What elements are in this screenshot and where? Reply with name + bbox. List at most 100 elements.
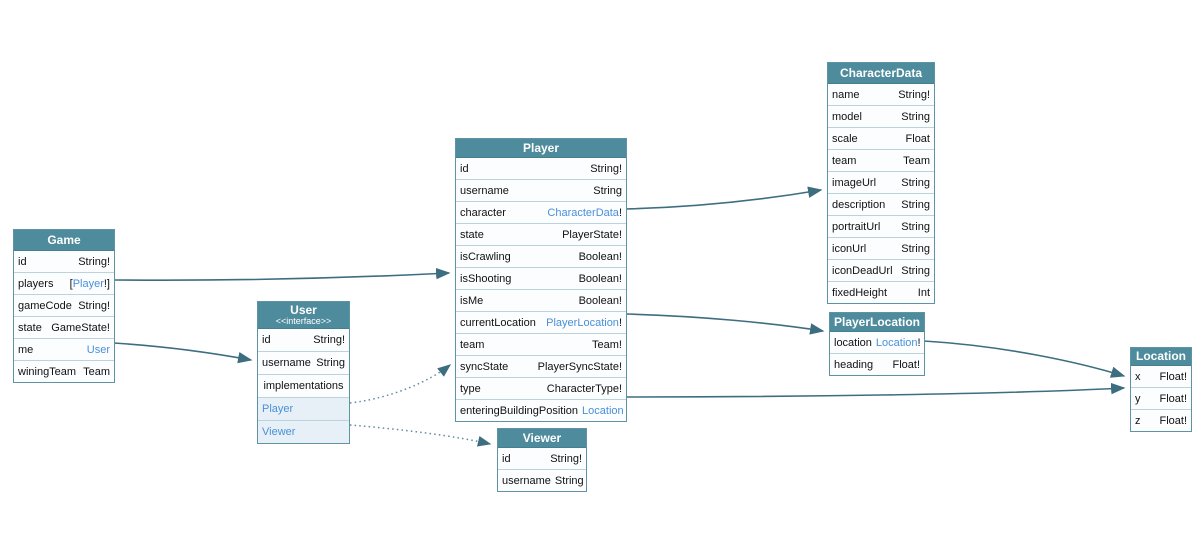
field-type: String <box>901 221 930 233</box>
type-suffix: Team <box>83 365 110 378</box>
field-type: Location <box>582 405 624 417</box>
type-suffix: CharacterType! <box>546 382 622 395</box>
field-type: Float! <box>1159 393 1187 405</box>
table-header-playerlocation[interactable]: PlayerLocation <box>830 313 924 332</box>
field-type: String <box>593 185 622 197</box>
relation-user-player-to-player <box>349 364 452 404</box>
field-name: scale <box>832 132 858 145</box>
type-suffix: GameState! <box>51 321 110 334</box>
type-suffix: ! <box>618 206 622 219</box>
type-link[interactable]: Location <box>582 404 624 417</box>
field-name: name <box>832 88 860 101</box>
table-title: Player <box>522 140 560 155</box>
relation-playerlocation-location-to-location <box>923 340 1126 378</box>
field-type: Int <box>918 287 930 299</box>
section-label: implementations <box>263 380 344 392</box>
field-type: String! <box>313 334 345 346</box>
table-header-player[interactable]: Player <box>456 139 626 158</box>
implementation-row-Viewer[interactable]: Viewer <box>258 420 349 443</box>
type-link[interactable]: User <box>86 343 110 356</box>
table-header-location[interactable]: Location <box>1131 348 1191 366</box>
field-name: fixedHeight <box>832 286 888 299</box>
field-type: Float! <box>1159 371 1187 383</box>
relation-game-me-to-user <box>113 342 253 364</box>
type-suffix: String <box>901 264 930 277</box>
field-name: y <box>1135 392 1141 405</box>
table-header-user[interactable]: User<<interface>> <box>258 302 349 329</box>
field-type: String <box>901 177 930 189</box>
type-suffix: String <box>316 357 345 369</box>
section-row-implementations: implementations <box>258 374 349 397</box>
field-name: id <box>262 334 271 346</box>
table-header-characterdata[interactable]: CharacterData <box>828 63 934 84</box>
table-title: CharacterData <box>839 65 923 80</box>
field-name: isShooting <box>460 272 512 285</box>
type-suffix: String <box>901 176 930 189</box>
field-name: location <box>834 336 872 349</box>
type-suffix: String! <box>313 334 345 346</box>
type-suffix: String! <box>590 162 622 175</box>
type-link[interactable]: Player <box>72 277 104 290</box>
type-link[interactable]: Location <box>875 336 918 349</box>
field-name: x <box>1135 370 1141 383</box>
type-suffix: String! <box>898 88 930 101</box>
type-suffix: String <box>901 198 930 211</box>
field-row-isMe: isMe Boolean! <box>456 289 626 311</box>
type-suffix: String <box>593 184 622 197</box>
implementation-link[interactable]: Player <box>262 403 294 415</box>
type-suffix: String! <box>550 452 582 465</box>
type-link[interactable]: CharacterData <box>547 206 619 219</box>
field-row-iconDeadUrl: iconDeadUrl String <box>828 259 934 281</box>
field-type: Boolean! <box>579 295 622 307</box>
table-title: PlayerLocation <box>833 314 921 329</box>
implementation-row-Player[interactable]: Player <box>258 397 349 420</box>
field-type: String <box>901 265 930 277</box>
field-row-location: location Location! <box>830 332 924 353</box>
type-suffix: Float! <box>1159 392 1187 405</box>
field-type: Location! <box>876 337 921 349</box>
table-header-game[interactable]: Game <box>14 230 114 251</box>
field-type: String <box>901 243 930 255</box>
type-link[interactable]: PlayerLocation <box>546 316 619 329</box>
type-suffix: Team <box>903 154 930 167</box>
field-type: Team <box>83 366 110 378</box>
field-type: String! <box>78 300 110 312</box>
field-type: Float! <box>892 359 920 371</box>
field-name: iconDeadUrl <box>832 264 893 277</box>
field-type: Boolean! <box>579 273 622 285</box>
table-title: Game <box>47 232 81 247</box>
field-name: model <box>832 110 862 123</box>
field-row-y: y Float! <box>1131 387 1191 409</box>
field-name: character <box>460 206 506 219</box>
table-header-viewer[interactable]: Viewer <box>498 429 586 448</box>
field-name: isMe <box>460 294 484 307</box>
table-subtitle: <<interface>> <box>275 315 332 326</box>
implementation-link[interactable]: Viewer <box>262 426 296 438</box>
field-type: CharacterType! <box>547 383 622 395</box>
field-type: String! <box>590 163 622 175</box>
